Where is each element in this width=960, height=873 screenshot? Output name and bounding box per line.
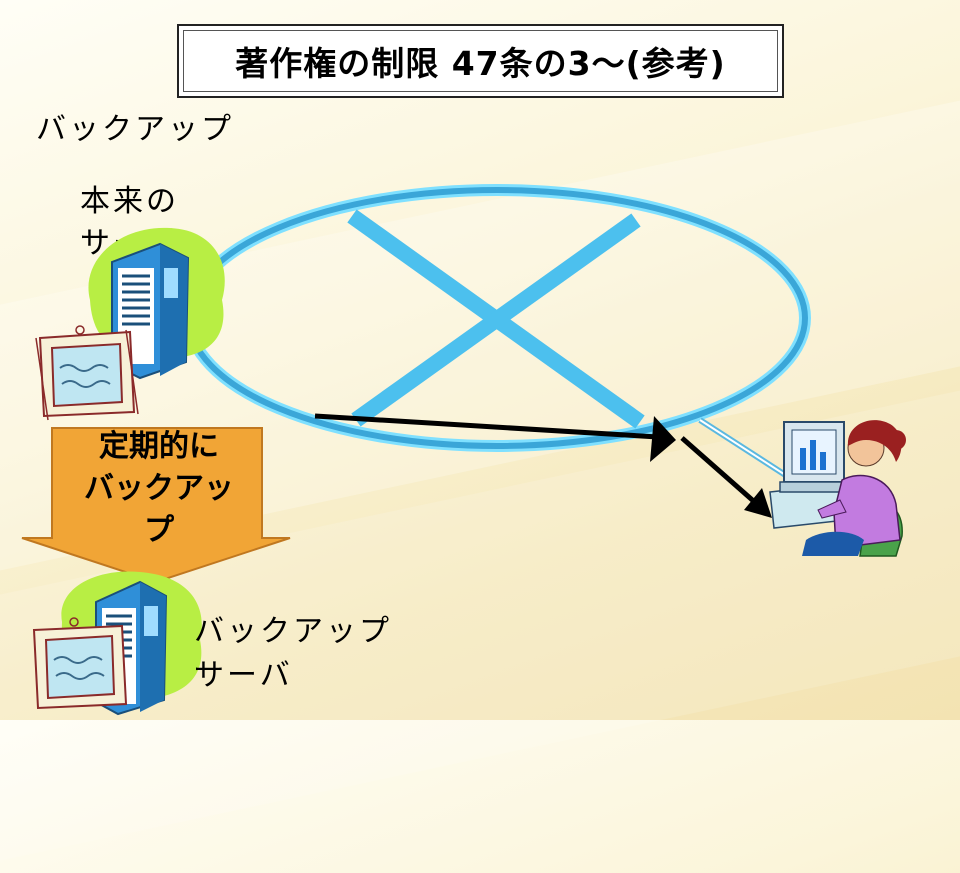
arrow-label-line1: 定期的に	[99, 429, 219, 464]
arrow-label-line3: プ	[144, 513, 174, 548]
arrow-label-line2: バックアッ	[84, 471, 234, 506]
monitor-clipart-icon	[35, 325, 139, 421]
copy-arrow-to-user	[680, 436, 772, 518]
backup-server-label-line2: サーバ	[194, 658, 293, 693]
slide-title: 著作権の制限 47条の3〜(参考)	[235, 44, 726, 83]
backup-server-label-line1: バックアップ	[194, 614, 392, 649]
user-at-computer-icon	[769, 420, 906, 557]
prohibited-cross-icon	[347, 209, 645, 429]
diagram-graphics	[21, 184, 906, 716]
backup-down-arrow	[21, 427, 291, 584]
section-label: バックアップ	[36, 112, 234, 147]
title-box: 著作権の制限 47条の3〜(参考)	[177, 24, 784, 98]
cable-line	[698, 417, 792, 481]
backup-server-icon	[61, 571, 202, 716]
original-server-label-line1: 本来の	[80, 184, 179, 219]
monitor-clipart-icon	[32, 617, 128, 710]
backup-arrow-label: 定期的に バックアッ プ	[48, 426, 270, 552]
copy-arrow	[314, 413, 676, 462]
